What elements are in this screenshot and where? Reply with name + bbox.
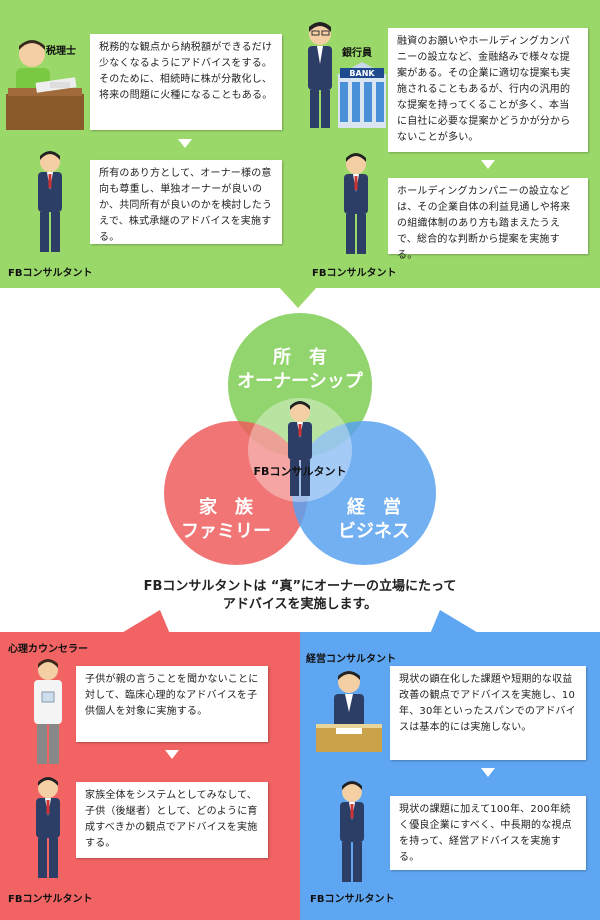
counselor-textbox: 子供が親の言うことを聞かないことに対して、臨床心理的なアドバイスを子供個人を対象…: [76, 666, 268, 742]
venn-ownership-label: 所 有 オーナーシップ: [210, 346, 390, 394]
banker-illustration: BANK: [308, 22, 388, 128]
main-message: FBコンサルタントは “真”にオーナーの立場にたって アドバイスを実施します。: [0, 578, 600, 614]
down-arrow-icon: [178, 139, 192, 148]
bank-sign: BANK: [349, 69, 375, 78]
venn-ownership-line2: オーナーシップ: [237, 371, 363, 392]
tax-accountant-text: 税務的な観点から納税額ができるだけ少なくなるようにアドバイスをする。そのために、…: [99, 42, 273, 101]
venn-family-label: 家 族 ファミリー: [156, 496, 296, 544]
bottom-right-pointer: [430, 610, 480, 634]
venn-center-label: FBコンサルタント: [253, 465, 347, 478]
tax-accountant-illustration: [6, 40, 84, 130]
fb-right-bottom-textbox: 現状の課題に加えて100年、200年続く優良企業にすべく、中長期的な視点を持って…: [390, 796, 586, 870]
venn-business-line1: 経 営: [347, 497, 401, 518]
management-consultant-text: 現状の顕在化した課題や短期的な収益改善の観点でアドバイスを実施し、10年、30年…: [399, 674, 576, 733]
banker-textbox: 融資のお願いやホールディングカンパニーの設立など、金融絡みで様々な提案がある。そ…: [388, 28, 588, 152]
main-message-line2: アドバイスを実施します。: [222, 597, 378, 612]
top-panel-pointer: [278, 286, 318, 308]
counselor-text: 子供が親の言うことを聞かないことに対して、臨床心理的なアドバイスを子供個人を対象…: [85, 674, 259, 717]
venn-diagram: [164, 313, 436, 565]
bottom-left-pointer: [120, 610, 170, 634]
banker-text: 融資のお願いやホールディングカンパニーの設立など、金融絡みで様々な提案がある。そ…: [397, 36, 571, 143]
fb-left-top-textbox: 所有のあり方として、オーナー様の意向も尊重し、単独オーナーが良いのか、共同所有が…: [90, 160, 282, 244]
tax-accountant-label: 税理士: [46, 46, 76, 57]
venn-circle-family: [164, 421, 308, 565]
counselor-label: 心理カウンセラー: [8, 644, 88, 655]
management-consultant-label: 経営コンサルタント: [306, 654, 396, 665]
fb-consultant-illustration: [340, 781, 364, 882]
counselor-illustration: [34, 659, 62, 764]
fb-left-top-text: 所有のあり方として、オーナー様の意向も尊重し、単独オーナーが良いのか、共同所有が…: [99, 168, 273, 243]
down-arrow-icon: [165, 750, 179, 759]
banker-label: 銀行員: [342, 48, 372, 59]
fb-right-top-textbox: ホールディングカンパニーの設立などは、その企業自体の利益見通しや将来の組織体制の…: [388, 178, 588, 261]
venn-business-label: 経 営 ビジネス: [304, 496, 444, 544]
venn-circle-business: [292, 421, 436, 565]
fb-right-top-label: FBコンサルタント: [312, 268, 397, 279]
venn-family-line1: 家 族: [199, 497, 253, 518]
fb-consultant-illustration: [344, 153, 368, 254]
management-consultant-textbox: 現状の顕在化した課題や短期的な収益改善の観点でアドバイスを実施し、10年、30年…: [390, 666, 586, 760]
venn-circle-ownership: [228, 313, 372, 457]
fb-consultant-illustration: [38, 151, 62, 252]
down-arrow-icon: [481, 160, 495, 169]
fb-consultant-illustration: [288, 401, 312, 496]
tax-accountant-textbox: 税務的な観点から納税額ができるだけ少なくなるようにアドバイスをする。そのために、…: [90, 34, 282, 130]
management-consultant-illustration: [316, 671, 382, 752]
fb-left-top-label: FBコンサルタント: [8, 268, 93, 279]
venn-business-line2: ビジネス: [338, 521, 410, 542]
down-arrow-icon: [481, 768, 495, 777]
fb-consultant-illustration: [36, 777, 60, 878]
fb-left-bottom-textbox: 家族全体をシステムとしてみなして、子供（後継者）として、どのように育成すべきかの…: [76, 782, 268, 858]
fb-left-bottom-text: 家族全体をシステムとしてみなして、子供（後継者）として、どのように育成すべきかの…: [85, 790, 258, 849]
venn-ownership-line1: 所 有: [273, 347, 327, 368]
main-message-line1: FBコンサルタントは “真”にオーナーの立場にたって: [143, 579, 457, 594]
venn-family-line2: ファミリー: [181, 521, 271, 542]
fb-left-bottom-label: FBコンサルタント: [8, 894, 93, 905]
fb-right-bottom-label: FBコンサルタント: [310, 894, 395, 905]
fb-right-bottom-text: 現状の課題に加えて100年、200年続く優良企業にすべく、中長期的な視点を持って…: [399, 804, 572, 863]
fb-right-top-text: ホールディングカンパニーの設立などは、その企業自体の利益見通しや将来の組織体制の…: [397, 186, 571, 261]
